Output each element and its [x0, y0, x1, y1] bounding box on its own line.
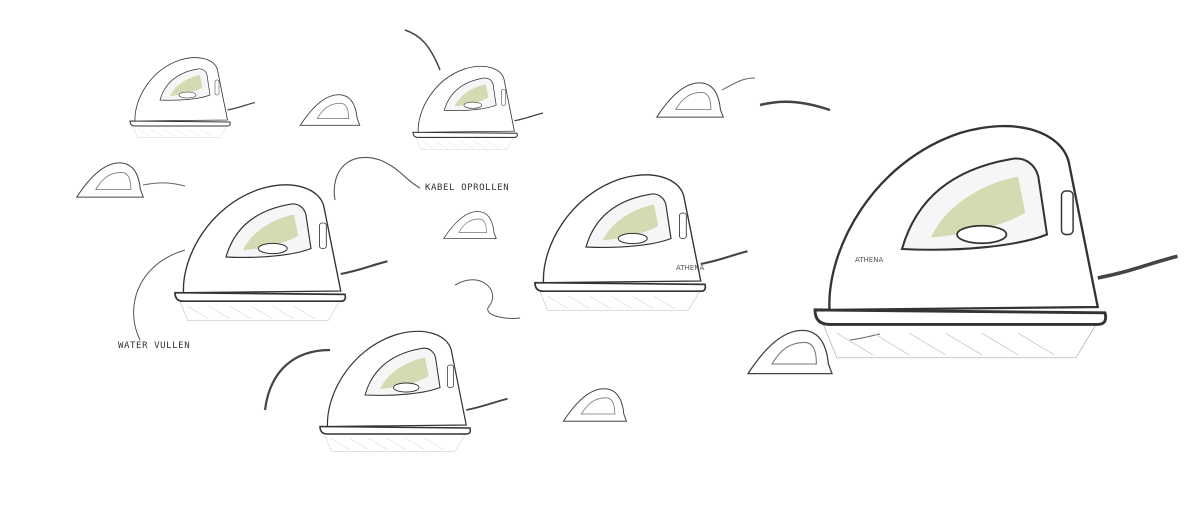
cable-sketch-large [759, 100, 831, 112]
iron-thumbnail-5 [563, 388, 627, 422]
iron-thumbnail-2 [656, 82, 724, 118]
iron-sketch-2 [412, 65, 544, 151]
cable-thumbnail-3 [142, 182, 186, 187]
leader-water-fill [133, 249, 186, 341]
cable-loop-5 [454, 279, 521, 319]
iron-thumbnail-3 [76, 162, 144, 198]
cable-thumbnail-6 [849, 333, 881, 341]
brand-mark-large: ATHENA [855, 256, 883, 264]
iron-thumbnail-1 [299, 94, 361, 126]
brand-mark-4: ATHENA [676, 264, 704, 272]
iron-sketch-3 [173, 183, 389, 322]
annotation-water-fill: WATER VULLEN [118, 341, 190, 351]
iron-thumbnail-4 [443, 211, 497, 239]
iron-sketch-5 [319, 330, 509, 453]
iron-sketch-large [813, 124, 1180, 360]
annotation-cable-wind: KABEL OPROLLEN [425, 183, 509, 193]
iron-sketch-1 [129, 56, 256, 139]
cable-sketch-5 [263, 348, 331, 411]
iron-sketch-4 [533, 173, 749, 312]
cable-sketch-2 [404, 29, 441, 71]
iron-thumbnail-6 [747, 329, 833, 375]
cable-thumbnail-2 [721, 77, 756, 91]
cable-loop-3 [333, 156, 421, 201]
